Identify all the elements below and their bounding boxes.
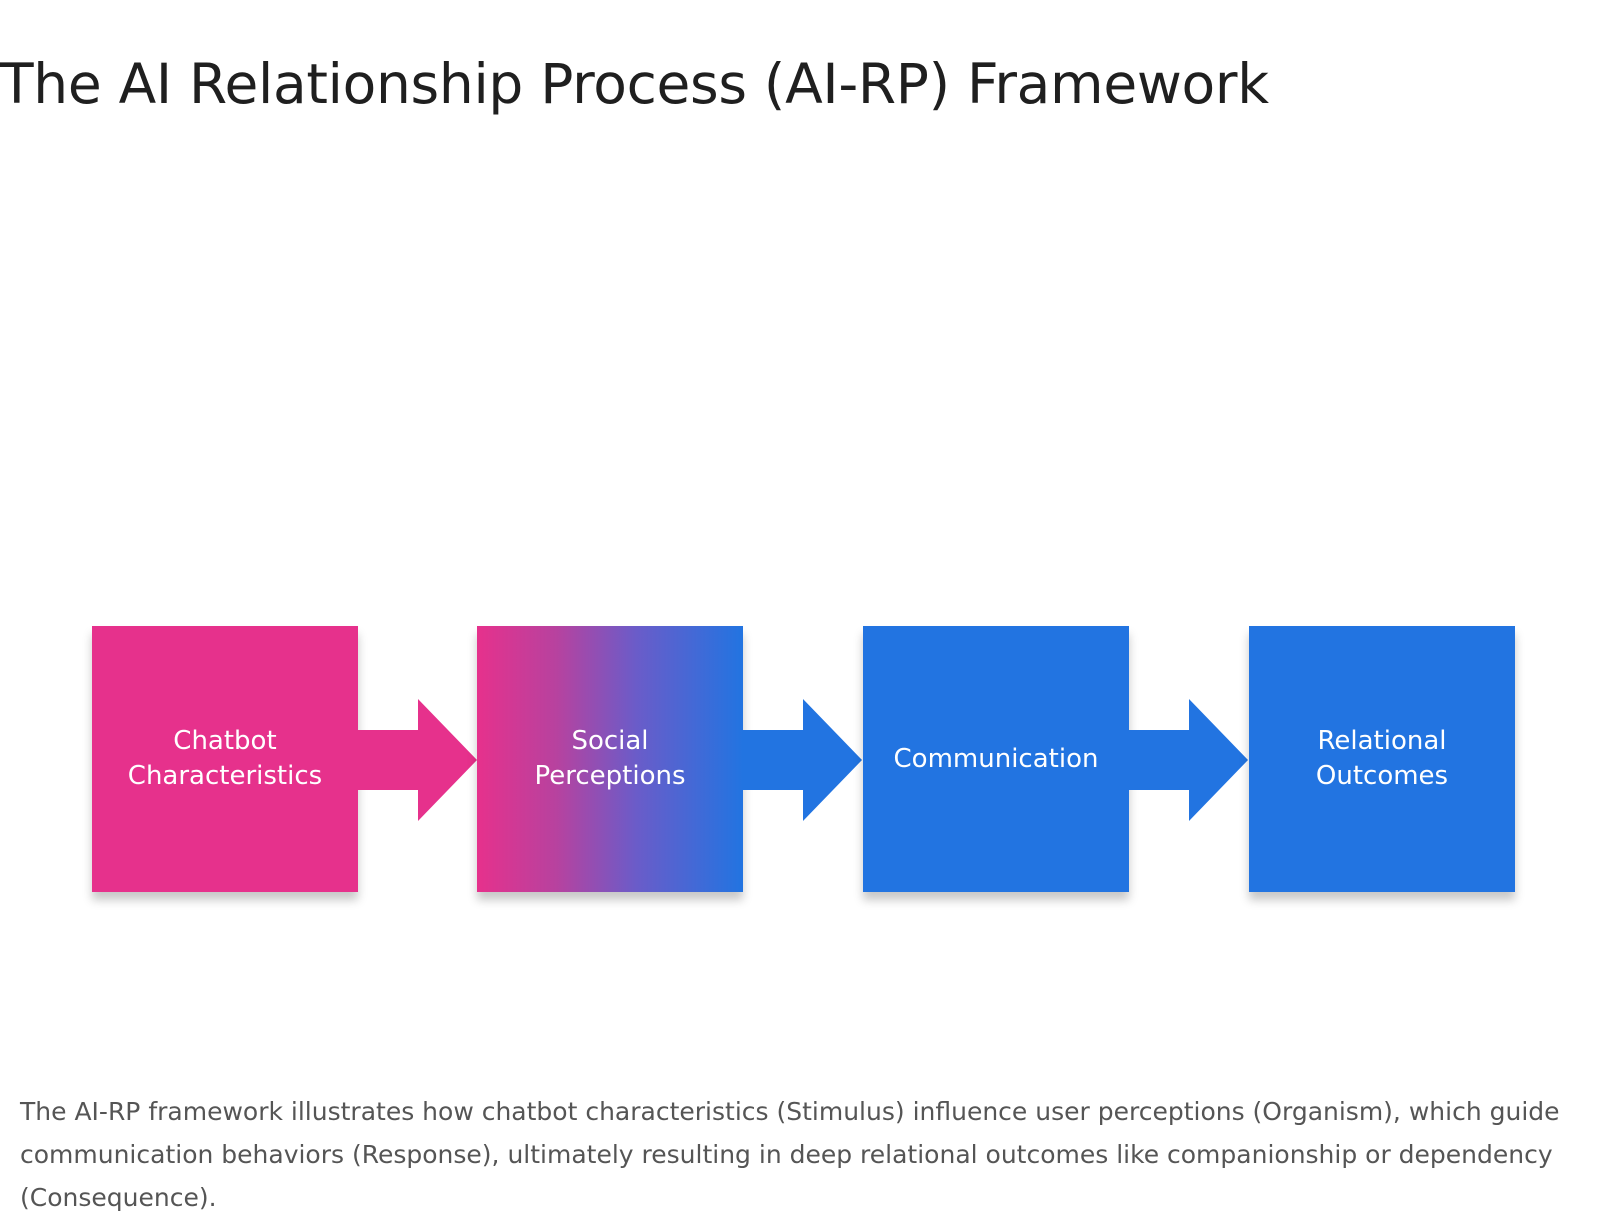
step-box-social-perceptions: Social Perceptions	[477, 626, 743, 892]
page-title: The AI Relationship Process (AI-RP) Fram…	[0, 52, 1269, 116]
arrow-right-icon	[358, 699, 477, 821]
step-box-relational-outcomes: Relational Outcomes	[1249, 626, 1515, 892]
step-label: Social Perceptions	[534, 726, 686, 791]
framework-diagram: Chatbot Characteristics Social Perceptio…	[0, 150, 1600, 1030]
arrow-right-icon	[743, 699, 862, 821]
step-box-chatbot-characteristics: Chatbot Characteristics	[92, 626, 358, 892]
arrow-right-icon	[1129, 699, 1248, 821]
step-label: Communication	[893, 743, 1099, 774]
figure-caption: The AI-RP framework illustrates how chat…	[20, 1097, 1560, 1212]
step-label: Chatbot Characteristics	[127, 726, 323, 791]
step-label: Relational Outcomes	[1315, 726, 1449, 791]
step-box-communication: Communication	[863, 626, 1129, 892]
